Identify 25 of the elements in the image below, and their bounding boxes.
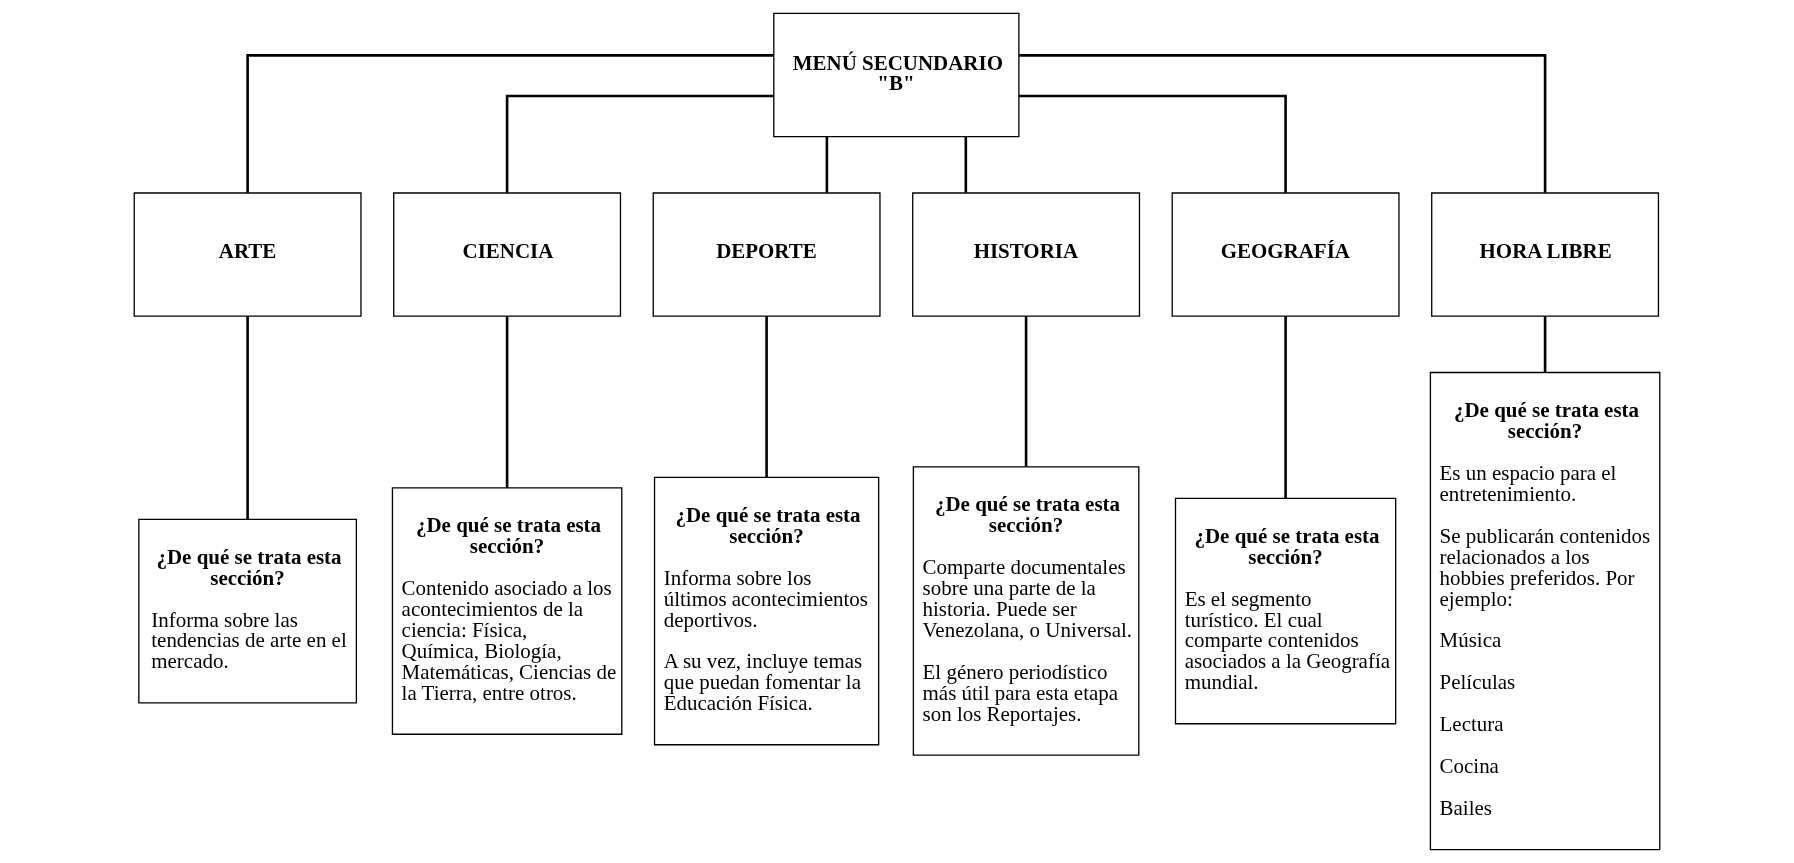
connector — [765, 316, 768, 478]
node-box: ¿De qué se trata esta sección? Es el segmento turístico. El cual comparte contenidos asociados a la Geografía mundial. — [1174, 497, 1397, 725]
node-box: ARTE — [133, 192, 362, 317]
connector — [505, 94, 774, 193]
connector — [246, 54, 774, 193]
node-box: HISTORIA — [912, 192, 1141, 317]
node-box: HORA LIBRE — [1431, 192, 1660, 317]
node-box: GEOGRAFÍA — [1171, 192, 1400, 317]
connector — [964, 136, 968, 193]
connector — [825, 136, 829, 193]
connector — [505, 316, 509, 488]
node-box: MENÚ SECUNDARIO "B" — [773, 12, 1020, 138]
node-box: ¿De qué se trata esta sección? Es un espacio para el entretenimiento. Se publicarán contenidos relacionados a los hobbies preferidos. Por ejemplo: Música Películas Lectura Cocina Bailes — [1429, 371, 1661, 851]
connector — [1284, 316, 1287, 499]
node-box: CIENCIA — [393, 192, 622, 317]
connector — [1543, 316, 1547, 373]
connector — [246, 316, 249, 520]
node-box: ¿De qué se trata esta sección? Informa sobre los últimos acontecimientos deportivos. A su vez, incluye temas que puedan fomentar la Educación Física. — [653, 476, 880, 746]
node-box: ¿De qué se trata esta sección? Contenido asociado a los acontecimientos de la ciencia: Física, Química, Biología, Matemáticas, Ciencias de la Tierra, entre otros. — [391, 487, 623, 735]
node-box: DEPORTE — [652, 192, 881, 317]
node-box: ¿De qué se trata esta sección? Informa sobre las tendencias de arte en el mercado. — [138, 518, 358, 704]
connector — [1019, 94, 1287, 193]
connector — [1024, 316, 1028, 467]
connector — [1019, 54, 1547, 193]
node-box: ¿De qué se trata esta sección? Comparte documentales sobre una parte de la historia. Puede ser Venezolana, o Universal. El género periodístico más útil para esta etapa son los Reportajes. — [912, 466, 1140, 756]
